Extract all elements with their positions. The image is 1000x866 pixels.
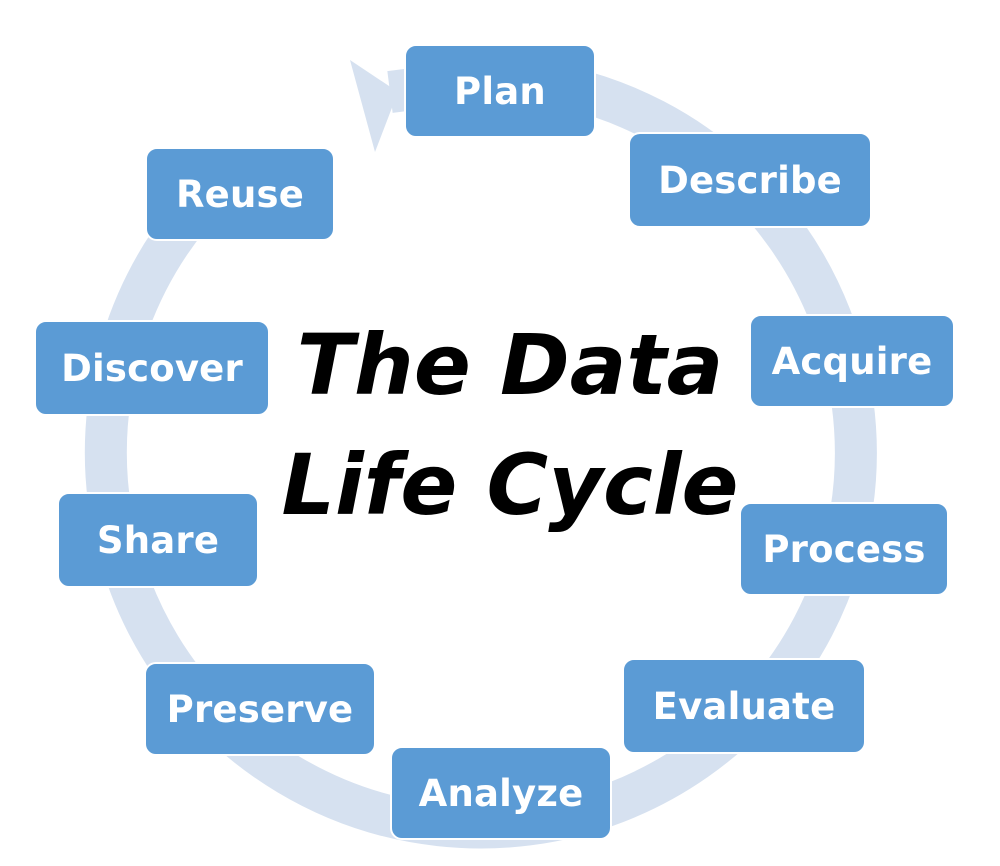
title-line-1: The Data — [296, 316, 724, 414]
cycle-arrowhead — [350, 60, 398, 152]
stage-plan: Plan — [404, 44, 596, 138]
title-line-2: Life Cycle — [281, 436, 739, 534]
stage-process: Process — [739, 502, 949, 596]
stage-analyze: Analyze — [390, 746, 612, 840]
stage-preserve: Preserve — [144, 662, 376, 756]
stage-reuse: Reuse — [145, 147, 335, 241]
stage-evaluate: Evaluate — [622, 658, 866, 754]
stage-share: Share — [57, 492, 259, 588]
stage-describe: Describe — [628, 132, 872, 228]
stage-acquire: Acquire — [749, 314, 955, 408]
diagram-title: The Data Life Cycle — [250, 305, 770, 545]
stage-discover: Discover — [34, 320, 270, 416]
